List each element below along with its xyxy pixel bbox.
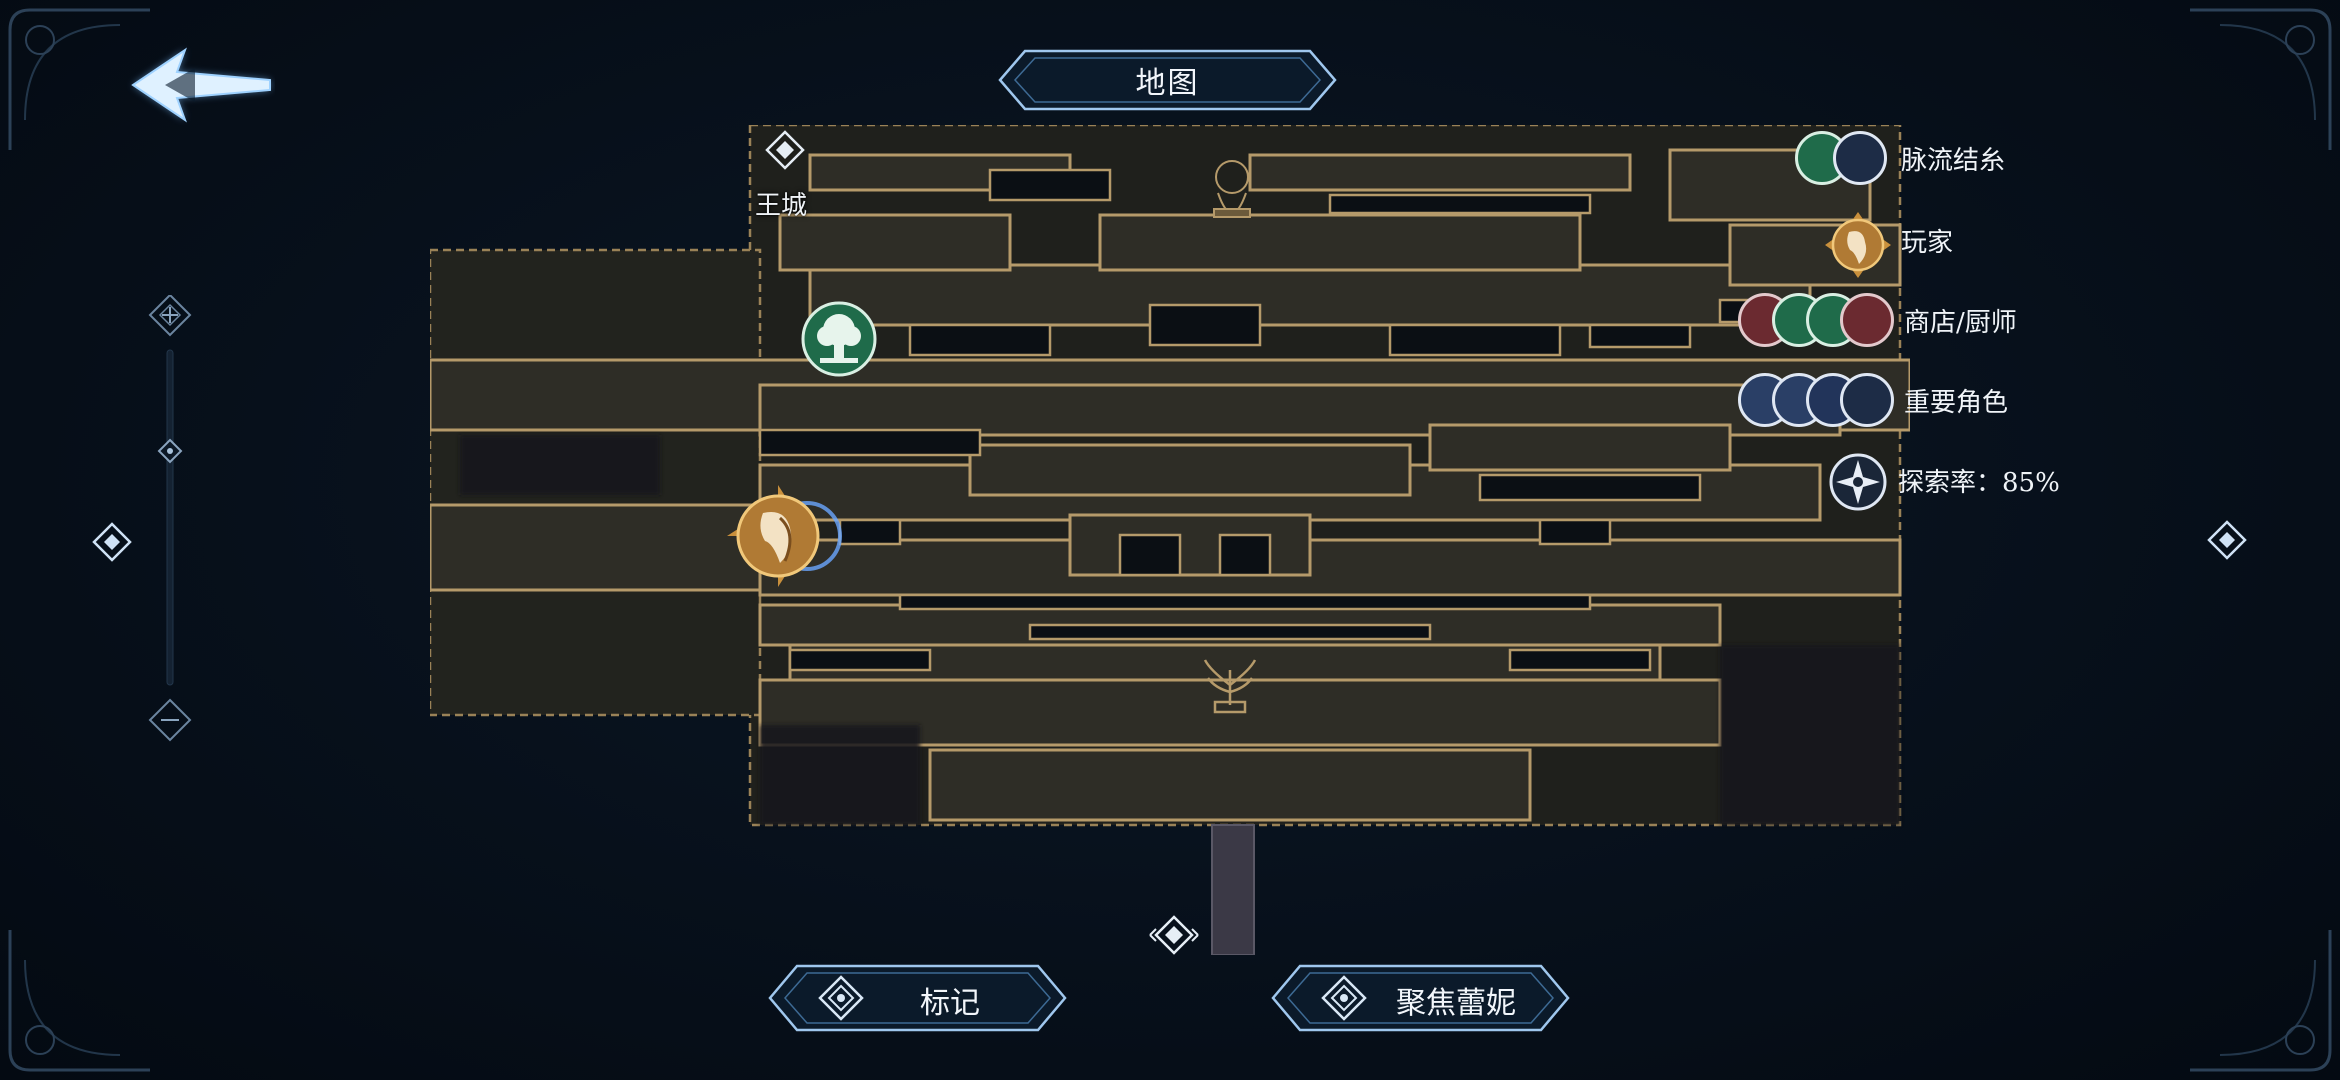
legend-item-exploration: 探索率：85% [1828,452,2060,511]
page-left-icon[interactable] [90,512,134,572]
rose-icon [1833,131,1887,185]
legend-item-character: 重要角色 [1738,372,2008,428]
legend-label: 商店/厨师 [1904,307,2017,338]
legend-label: 重要角色 [1904,387,2009,418]
arrow-left-icon [131,47,271,123]
corner-ornament-br [2190,930,2332,1072]
legend-item-shop: 商店/厨师 [1738,292,2017,348]
player-icon [1825,212,1891,278]
corner-ornament-tr [2190,8,2332,150]
legend-item-vein-node: 脉流结糸 [1795,130,2005,186]
page-right-icon[interactable] [2205,510,2249,570]
plant-gate-icon [1203,659,1257,714]
legend-label: 脉流结糸 [1901,145,2006,176]
diamond-waypoint-icon[interactable] [763,130,807,174]
legend-item-player: 玩家 [1825,212,1954,278]
map-title-plate: 地图 [995,45,1340,115]
corner-ornament-bl [8,930,150,1072]
mark-button[interactable]: 标记 [765,960,1070,1036]
south-waypoint-icon[interactable] [1142,913,1206,957]
legend-label: 玩家 [1901,227,1954,258]
focus-icon [1321,975,1367,1021]
map-layout [428,123,1912,956]
chef-icon [1840,293,1894,347]
compass-icon [1829,453,1887,511]
zoom-out-icon[interactable] [148,698,192,742]
player-marker[interactable] [725,483,845,593]
corner-ornament-tl [8,8,150,150]
player-icon [727,485,842,587]
mark-button-label: 标记 [920,986,980,1021]
focus-renee-button[interactable]: 聚焦蕾妮 [1268,960,1573,1036]
zoom-in-icon[interactable] [148,293,192,337]
tree-vein-node-marker[interactable] [800,300,878,378]
focus-button-label: 聚焦蕾妮 [1396,986,1516,1021]
tree-icon [801,301,877,377]
character-icon [1840,373,1894,427]
page-title: 地图 [1135,66,1200,101]
zoom-slider[interactable] [148,293,198,745]
throne-landmark-icon [1213,160,1251,218]
mark-icon [818,975,864,1021]
zoom-slider-handle[interactable] [157,438,183,464]
location-label-wangcheng: 王城 [755,191,808,221]
exploration-rate: 探索率：85% [1898,467,2060,498]
back-button[interactable] [125,40,275,130]
dungeon-map[interactable]: 王城 [428,123,1912,957]
